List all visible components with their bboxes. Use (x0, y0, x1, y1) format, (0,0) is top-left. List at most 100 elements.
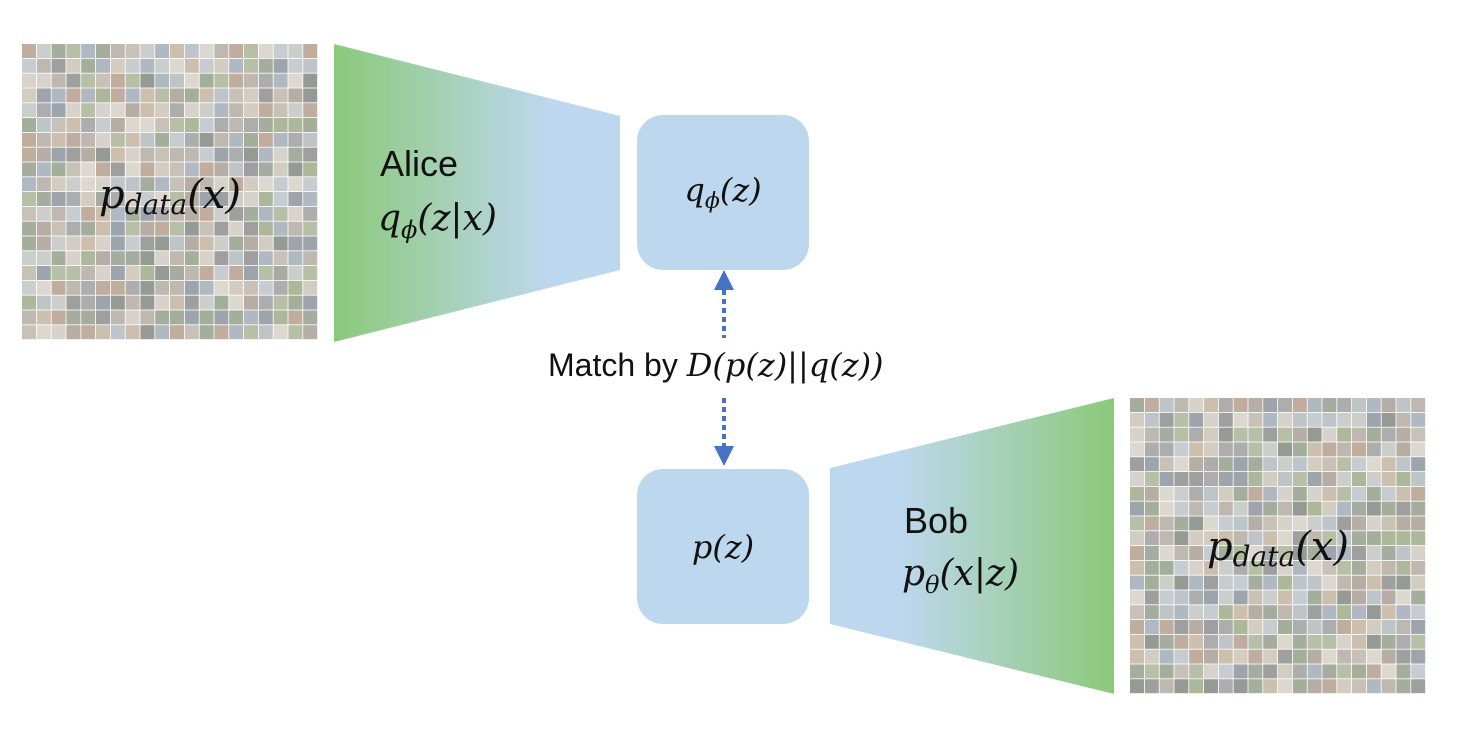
mosaic-tile (288, 177, 303, 192)
mosaic-tile (214, 132, 229, 147)
mosaic-tile (229, 251, 244, 266)
mosaic-tile (36, 295, 51, 310)
mosaic-tile (170, 325, 184, 340)
mosaic-tile (1352, 442, 1366, 457)
mosaic-tile (66, 206, 81, 221)
mosaic-tile (214, 280, 229, 295)
mosaic-tile (140, 236, 155, 251)
mosaic-tile (1396, 664, 1411, 679)
prior-symbol: p (691, 527, 713, 566)
mosaic-tile (36, 132, 51, 147)
mosaic-tile (273, 132, 288, 147)
mosaic-tile (155, 266, 170, 280)
mosaic-tile (1159, 649, 1174, 664)
mosaic-tile (1396, 649, 1411, 664)
mosaic-tile (81, 325, 96, 340)
mosaic-tile (51, 192, 66, 206)
mosaic-tile (214, 221, 229, 236)
mosaic-tile (1204, 442, 1218, 457)
mosaic-tile (214, 325, 229, 340)
mosaic-tile (273, 162, 288, 177)
mosaic-tile (66, 147, 81, 162)
mosaic-tile (1248, 560, 1263, 575)
mosaic-tile (140, 118, 155, 132)
mosaic-tile (1174, 679, 1189, 694)
mosaic-tile (1159, 664, 1174, 679)
mosaic-tile (1292, 486, 1307, 501)
mosaic-tile (66, 118, 81, 132)
mosaic-tile (258, 58, 273, 73)
mosaic-tile (1130, 634, 1144, 649)
mosaic-tile (1366, 531, 1381, 546)
mosaic-tile (140, 44, 155, 58)
mosaic-tile (288, 251, 303, 266)
mosaic-tile (184, 325, 199, 340)
mosaic-tile (81, 206, 96, 221)
mosaic-tile (1292, 664, 1307, 679)
mosaic-tile (170, 103, 184, 118)
mosaic-tile (1233, 605, 1248, 620)
mosaic-tile (1352, 560, 1366, 575)
mosaic-tile (1204, 472, 1218, 486)
mosaic-tile (1218, 412, 1233, 427)
mosaic-tile (36, 280, 51, 295)
mosaic-tile (125, 310, 140, 325)
mosaic-tile (1278, 412, 1292, 427)
mosaic-tile (1292, 634, 1307, 649)
mosaic-tile (155, 251, 170, 266)
mosaic-tile (1144, 501, 1159, 516)
match-prefix: Match by (548, 347, 687, 383)
mosaic-tile (1218, 442, 1233, 457)
mosaic-tile (96, 280, 110, 295)
mosaic-tile (1263, 546, 1278, 560)
mosaic-tile (214, 236, 229, 251)
mosaic-tile (303, 295, 318, 310)
mosaic-tile (140, 192, 155, 206)
mosaic-tile (1381, 516, 1396, 531)
mosaic-tile (1130, 501, 1144, 516)
mosaic-tile (1352, 427, 1366, 442)
mosaic-tile (1159, 398, 1174, 412)
mosaic-tile (1174, 575, 1189, 590)
mosaic-tile (1381, 546, 1396, 560)
mosaic-tile (214, 266, 229, 280)
mosaic-tile (66, 88, 81, 103)
mosaic-tile (1248, 620, 1263, 634)
mosaic-tile (1411, 531, 1426, 546)
mosaic-tile (155, 280, 170, 295)
mosaic-tile (125, 236, 140, 251)
mosaic-tile (1337, 575, 1352, 590)
mosaic-tile (96, 88, 110, 103)
mosaic-tile (1352, 605, 1366, 620)
mosaic-tile (125, 118, 140, 132)
mosaic-tile (1337, 472, 1352, 486)
mosaic-tile (303, 44, 318, 58)
mosaic-tile (22, 177, 36, 192)
mosaic-tile (1248, 649, 1263, 664)
mosaic-tile (184, 251, 199, 266)
mosaic-tile (214, 118, 229, 132)
mosaic-tile (1248, 575, 1263, 590)
mosaic-tile (1263, 634, 1278, 649)
mosaic-tile (1292, 531, 1307, 546)
mosaic-tile (96, 325, 110, 340)
mosaic-tile (1337, 501, 1352, 516)
mosaic-tile (66, 251, 81, 266)
mosaic-tile (1204, 649, 1218, 664)
mosaic-tile (1411, 664, 1426, 679)
mosaic-tile (1278, 634, 1292, 649)
mosaic-tile (184, 295, 199, 310)
mosaic-tile (1130, 546, 1144, 560)
mosaic-tile (1411, 486, 1426, 501)
mosaic-tile (214, 192, 229, 206)
mosaic-tile (96, 266, 110, 280)
mosaic-tile (81, 177, 96, 192)
mosaic-tile (214, 73, 229, 88)
mosaic-tile (1381, 664, 1396, 679)
mosaic-tile (1396, 442, 1411, 457)
mosaic-tile (110, 103, 125, 118)
mosaic-tile (1292, 501, 1307, 516)
mosaic-tile (140, 73, 155, 88)
mosaic-tile (184, 44, 199, 58)
mosaic-tile (184, 118, 199, 132)
